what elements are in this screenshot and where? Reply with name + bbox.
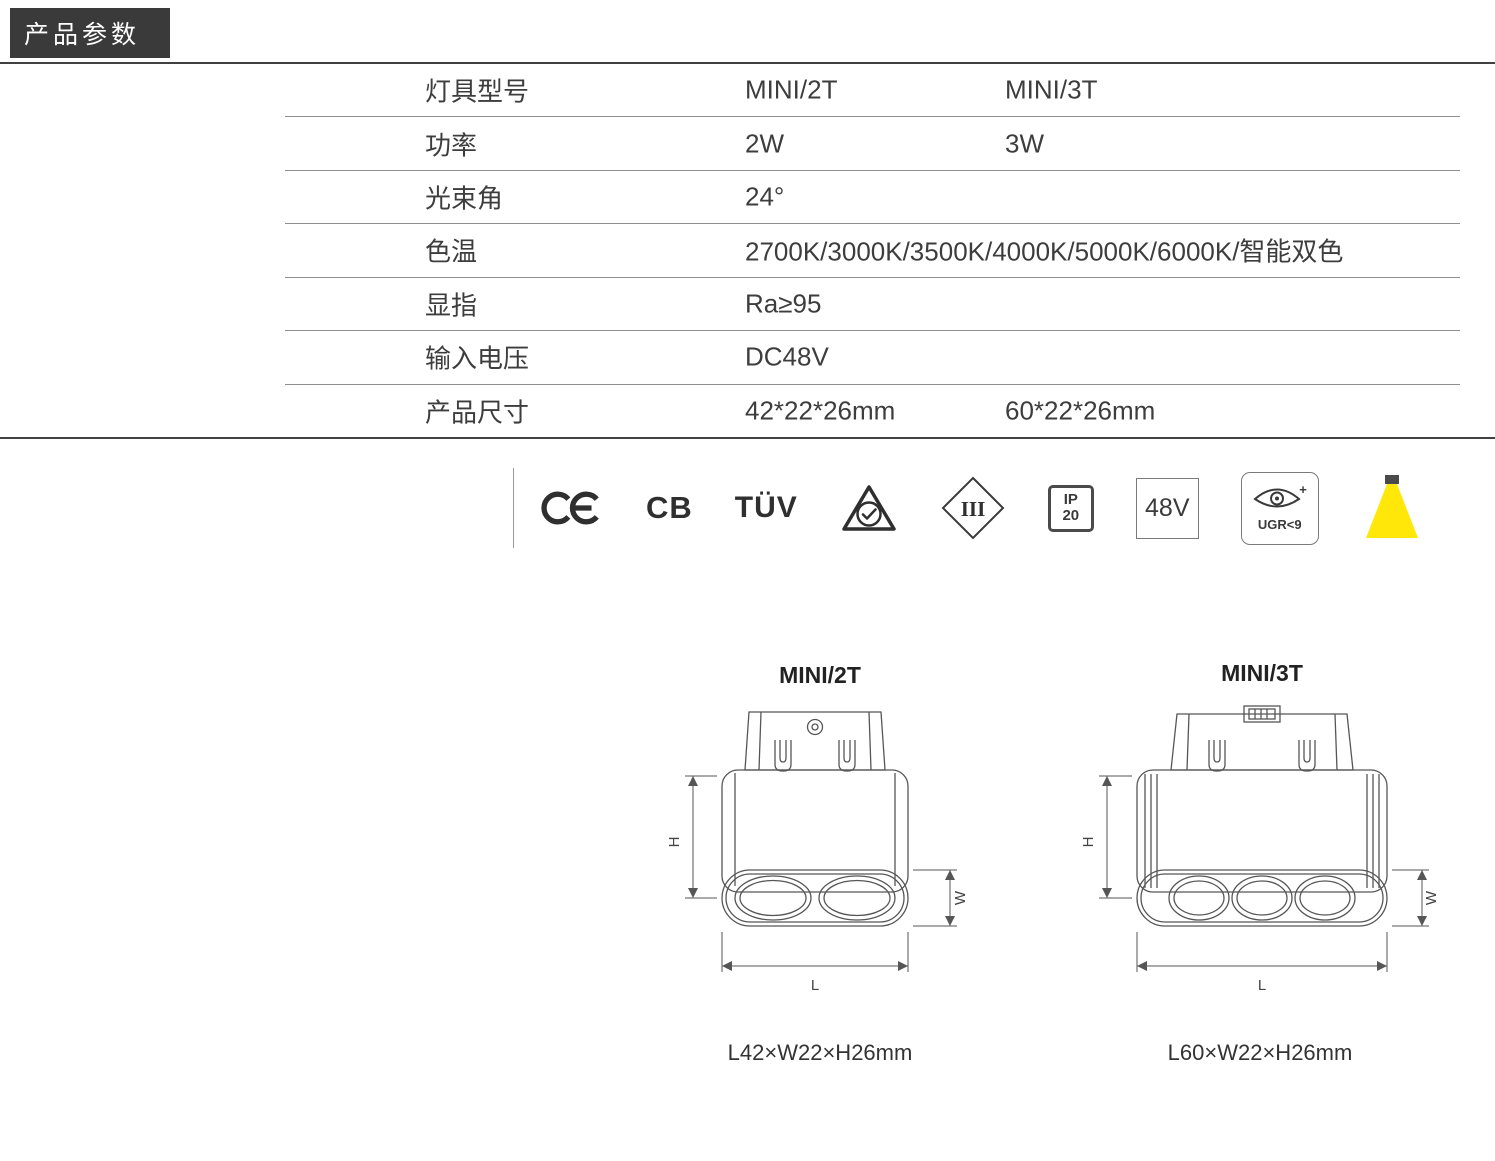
ugr-rating-icon: + UGR<9	[1240, 471, 1319, 545]
spec-value-1: 2700K/3000K/3500K/4000K/5000K/6000K/智能双色	[745, 236, 1344, 267]
spec-value-1: DC48V	[745, 341, 829, 372]
ugr-plus-sign: +	[1299, 485, 1307, 497]
ugr-label: UGR<9	[1257, 516, 1302, 532]
class-iii-diamond-icon: III	[940, 475, 1006, 541]
tuv-mark-icon: TÜV	[734, 491, 798, 524]
dim-label-h: H	[666, 837, 683, 848]
dim-label-w: W	[1423, 890, 1440, 905]
eye-icon: +	[1253, 485, 1307, 507]
figure-dims-mini3t: L60×W22×H26mm	[1167, 1040, 1353, 1065]
dim-label-l: L	[1258, 977, 1266, 994]
ce-mark-icon	[540, 488, 604, 528]
spec-value-2: 3W	[1005, 128, 1044, 159]
voltage-48v-icon: 48V	[1135, 477, 1199, 539]
spec-table: 灯具型号 MINI/2T MINI/3T 功率 2W 3W 光束角 24° 色温…	[285, 64, 1460, 437]
spec-value-1: 2W	[745, 128, 784, 159]
ip-line1: IP	[1063, 490, 1078, 508]
spec-label: 输入电压	[425, 343, 530, 374]
figure-title-mini3t: MINI/3T	[1221, 660, 1303, 686]
table-row: 产品尺寸 42*22*26mm 60*22*26mm	[285, 385, 1460, 437]
spec-label: 产品尺寸	[425, 397, 530, 428]
table-row: 色温 2700K/3000K/3500K/4000K/5000K/6000K/智…	[285, 224, 1460, 278]
table-row: 显指 Ra≥95	[285, 278, 1460, 332]
table-row: 功率 2W 3W	[285, 117, 1460, 171]
dimension-drawing-mini3t: H W L	[1080, 705, 1440, 994]
spec-label: 灯具型号	[425, 76, 530, 107]
rcm-triangle-check-icon	[840, 482, 898, 534]
spec-label: 光束角	[425, 183, 504, 214]
table-row: 灯具型号 MINI/2T MINI/3T	[285, 64, 1460, 118]
certification-strip: CB TÜV III IP 20 48V	[513, 468, 1423, 548]
spec-value-1: MINI/2T	[745, 74, 838, 105]
figure-title-mini2t: MINI/2T	[779, 662, 861, 688]
voltage-label: 48V	[1145, 493, 1190, 522]
spec-value-2: 60*22*26mm	[1005, 395, 1156, 426]
table-row: 输入电压 DC48V	[285, 331, 1460, 385]
ip-line2: 20	[1062, 507, 1080, 524]
table-top-line	[0, 62, 1495, 64]
spec-label: 色温	[425, 236, 478, 267]
table-bottom-line	[0, 437, 1495, 439]
class-iii-label: III	[961, 497, 986, 521]
dimension-drawing-mini2t: H W L	[666, 711, 969, 994]
anti-glare-beam-icon	[1361, 473, 1423, 543]
figure-dims-mini2t: L42×W22×H26mm	[727, 1040, 913, 1065]
cb-mark-icon: CB	[646, 490, 693, 525]
section-title-badge: 产品参数	[10, 8, 171, 58]
spec-label: 显指	[425, 290, 478, 321]
spec-value-1: Ra≥95	[745, 288, 822, 319]
spec-value-1: 24°	[745, 181, 785, 212]
spec-value-1: 42*22*26mm	[745, 395, 896, 426]
dim-label-h: H	[1080, 837, 1097, 848]
dim-label-l: L	[811, 977, 819, 994]
table-row: 光束角 24°	[285, 171, 1460, 225]
dim-label-w: W	[952, 890, 969, 905]
spec-value-2: MINI/3T	[1005, 74, 1098, 105]
spec-label: 功率	[425, 130, 478, 161]
ip20-rating-icon: IP 20	[1047, 484, 1094, 532]
